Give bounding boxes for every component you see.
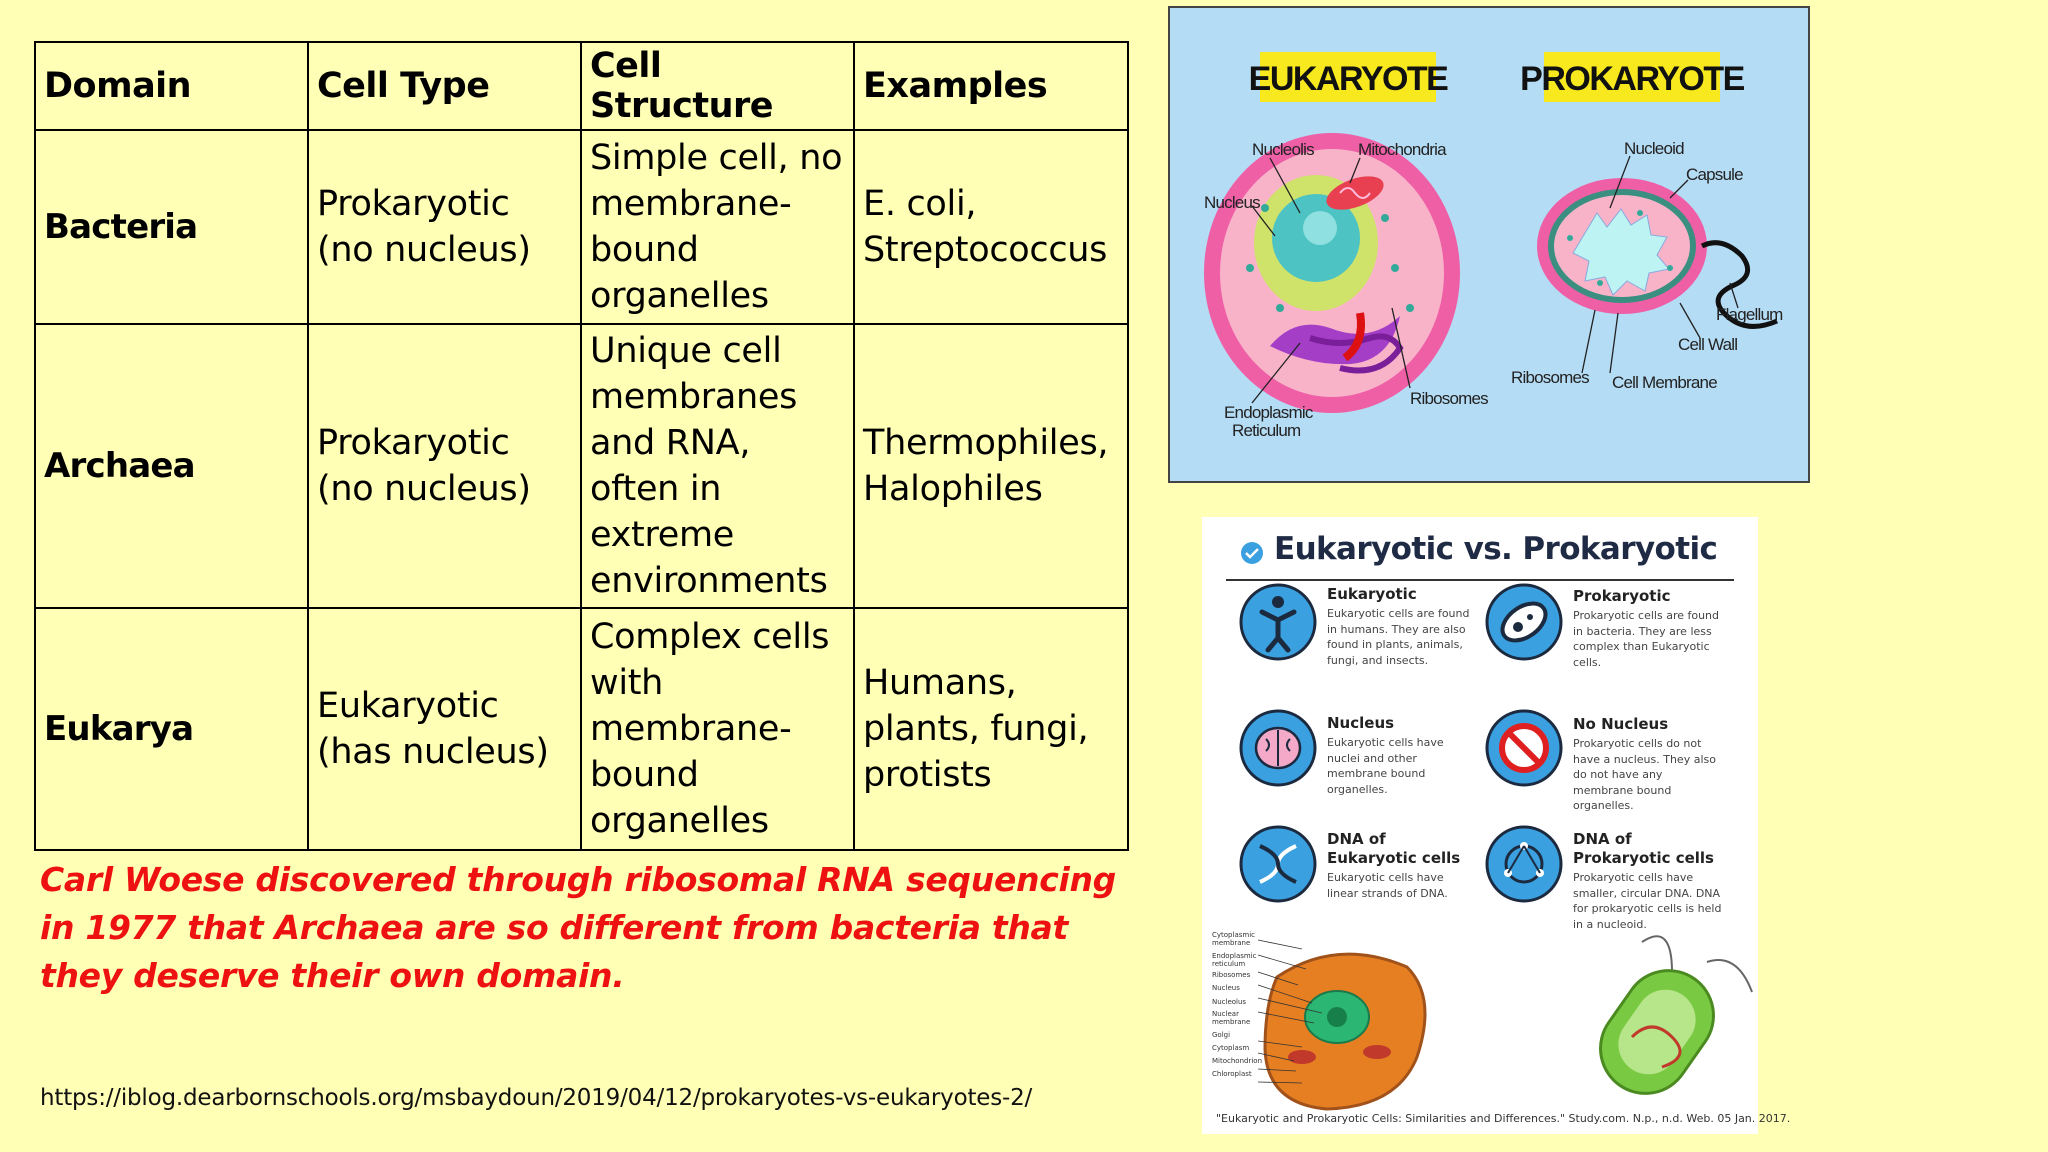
label-capsule: Capsule xyxy=(1686,165,1743,184)
nucleus-block: Nucleus Eukaryotic cells have nuclei and… xyxy=(1327,714,1477,797)
domain-cell: Archaea xyxy=(34,323,309,609)
woese-note: Carl Woese discovered through ribosomal … xyxy=(40,860,1117,995)
svg-text:reticulum: reticulum xyxy=(1212,960,1245,968)
svg-text:Chloroplast: Chloroplast xyxy=(1212,1070,1252,1078)
circular-dna-icon xyxy=(1485,825,1563,903)
infographic-art: Cytoplasmic membrane Endoplasmic reticul… xyxy=(1212,542,1753,1111)
cell-type-cell: Prokaryotic (no nucleus) xyxy=(307,129,582,325)
cell-type-cell: Eukaryotic (has nucleus) xyxy=(307,607,582,851)
examples-cell: E. coli, Streptococcus xyxy=(853,129,1129,325)
no-symbol-icon xyxy=(1485,709,1563,787)
animal-cell-labels: Cytoplasmic membrane Endoplasmic reticul… xyxy=(1212,931,1262,1078)
table-row: Eukarya Eukaryotic (has nucleus) Complex… xyxy=(34,607,1129,851)
eukaryote-cell-icon xyxy=(1204,133,1460,413)
infographic-title: Eukaryotic vs. Prokaryotic xyxy=(1274,531,1718,567)
examples-cell: Thermophiles, Halophiles xyxy=(853,323,1129,609)
svg-text:Mitochondrion: Mitochondrion xyxy=(1212,1057,1262,1065)
svg-text:Golgi: Golgi xyxy=(1212,1031,1230,1039)
prokaryotic-block: Prokaryotic Prokaryotic cells are found … xyxy=(1573,587,1723,670)
header-examples: Examples xyxy=(853,41,1129,131)
label-mitochondria: Mitochondria xyxy=(1358,140,1447,159)
block-heading: No Nucleus xyxy=(1573,715,1669,733)
header-cell-type: Cell Type xyxy=(307,41,582,131)
block-heading-line2: Prokaryotic cells xyxy=(1573,849,1714,867)
svg-text:Cytoplasmic: Cytoplasmic xyxy=(1212,931,1255,939)
cell-structure-cell: Unique cell membranes and RNA, often in … xyxy=(580,323,855,609)
header-cell-structure: Cell Structure xyxy=(580,41,855,131)
block-text: Eukaryotic cells are found in humans. Th… xyxy=(1327,607,1470,667)
cell-structure-cell: Simple cell, no membrane-bound organelle… xyxy=(580,129,855,325)
eukaryote-leader-lines xyxy=(1251,157,1411,404)
person-icon xyxy=(1239,583,1317,661)
examples-cell: Humans, plants, fungi, protists xyxy=(853,607,1129,851)
label-ribosomes-euk: Ribosomes xyxy=(1410,389,1488,408)
animal-cell-leader-lines xyxy=(1257,939,1323,1084)
block-heading: Nucleus xyxy=(1327,714,1395,732)
eukaryote-title-box xyxy=(1260,52,1436,102)
eukaryote-title: EUKARYOTE xyxy=(1249,60,1449,98)
infographic-credit: "Eukaryotic and Prokaryotic Cells: Simil… xyxy=(1216,1112,1791,1125)
dna-helix-icon xyxy=(1239,825,1317,903)
prokaryote-cell-icon xyxy=(1537,178,1778,329)
bacterium-illustration-icon xyxy=(1599,935,1753,1095)
domains-table: Domain Cell Type Cell Structure Examples… xyxy=(34,41,1129,851)
block-text: Eukaryotic cells have nuclei and other m… xyxy=(1327,736,1444,796)
block-heading: Prokaryotic xyxy=(1573,587,1671,605)
no-nucleus-block: No Nucleus Prokaryotic cells do not have… xyxy=(1573,715,1723,814)
eukaryotic-block: Eukaryotic Eukaryotic cells are found in… xyxy=(1327,585,1477,668)
label-er-line1: Endoplasmic xyxy=(1224,403,1314,422)
table-header-row: Domain Cell Type Cell Structure Examples xyxy=(34,41,1129,131)
svg-text:membrane: membrane xyxy=(1212,939,1250,947)
prokaryote-title: PROKARYOTE xyxy=(1520,60,1744,98)
label-nucleoid: Nucleoid xyxy=(1624,139,1684,158)
check-badge-icon xyxy=(1241,542,1263,564)
eukaryotic-vs-prokaryotic-infographic: Cytoplasmic membrane Endoplasmic reticul… xyxy=(1202,517,1790,1134)
label-nucleus: Nucleus xyxy=(1204,193,1260,212)
svg-text:membrane: membrane xyxy=(1212,1018,1250,1026)
dna-prokaryotic-block: DNA of Prokaryotic cells Prokaryotic cel… xyxy=(1573,830,1723,932)
block-text: Eukaryotic cells have linear strands of … xyxy=(1327,871,1448,900)
block-heading-line1: DNA of xyxy=(1327,830,1386,848)
svg-text:Nucleus: Nucleus xyxy=(1212,984,1240,992)
cell-diagram: EUKARYOTE PROKARYOTE xyxy=(1168,6,1810,483)
svg-text:Ribosomes: Ribosomes xyxy=(1212,971,1251,979)
block-heading-line2: Eukaryotic cells xyxy=(1327,849,1461,867)
cell-type-cell: Prokaryotic (no nucleus) xyxy=(307,323,582,609)
label-cell-membrane: Cell Membrane xyxy=(1612,373,1717,392)
table-row: Bacteria Prokaryotic (no nucleus) Simple… xyxy=(34,129,1129,325)
svg-text:Endoplasmic: Endoplasmic xyxy=(1212,952,1257,960)
dna-eukaryotic-block: DNA of Eukaryotic cells Eukaryotic cells… xyxy=(1327,830,1477,901)
block-text: Prokaryotic cells are found in bacteria.… xyxy=(1573,609,1720,669)
prokaryote-title-box xyxy=(1544,52,1720,102)
cell-structure-cell: Complex cells with membrane-bound organe… xyxy=(580,607,855,851)
block-heading: Eukaryotic xyxy=(1327,585,1417,603)
label-ribosomes-pro: Ribosomes xyxy=(1511,368,1589,387)
block-text: Prokaryotic cells do not have a nucleus.… xyxy=(1573,737,1716,812)
title-divider xyxy=(1226,579,1734,581)
label-er-line2: Reticulum xyxy=(1232,421,1301,440)
label-nucleolis: Nucleolis xyxy=(1252,140,1314,159)
brain-icon xyxy=(1239,709,1317,787)
block-heading-line1: DNA of xyxy=(1573,830,1632,848)
bacterium-icon xyxy=(1485,583,1563,661)
label-flagellum: Flagellum xyxy=(1716,305,1783,324)
svg-text:Nuclear: Nuclear xyxy=(1212,1010,1239,1018)
animal-cell-icon xyxy=(1263,952,1427,1111)
block-text: Prokaryotic cells have smaller, circular… xyxy=(1573,871,1722,931)
cell-diagram-art: EUKARYOTE PROKARYOTE xyxy=(1204,52,1784,440)
domain-cell: Eukarya xyxy=(34,607,309,851)
table-row: Archaea Prokaryotic (no nucleus) Unique … xyxy=(34,323,1129,609)
svg-text:Cytoplasm: Cytoplasm xyxy=(1212,1044,1249,1052)
domain-cell: Bacteria xyxy=(34,129,309,325)
prokaryote-leader-lines xyxy=(1581,155,1739,374)
svg-text:Nucleolus: Nucleolus xyxy=(1212,998,1246,1006)
header-domain: Domain xyxy=(34,41,309,131)
source-url: https://iblog.dearbornschools.org/msbayd… xyxy=(40,1085,1033,1111)
label-cell-wall: Cell Wall xyxy=(1678,335,1737,354)
